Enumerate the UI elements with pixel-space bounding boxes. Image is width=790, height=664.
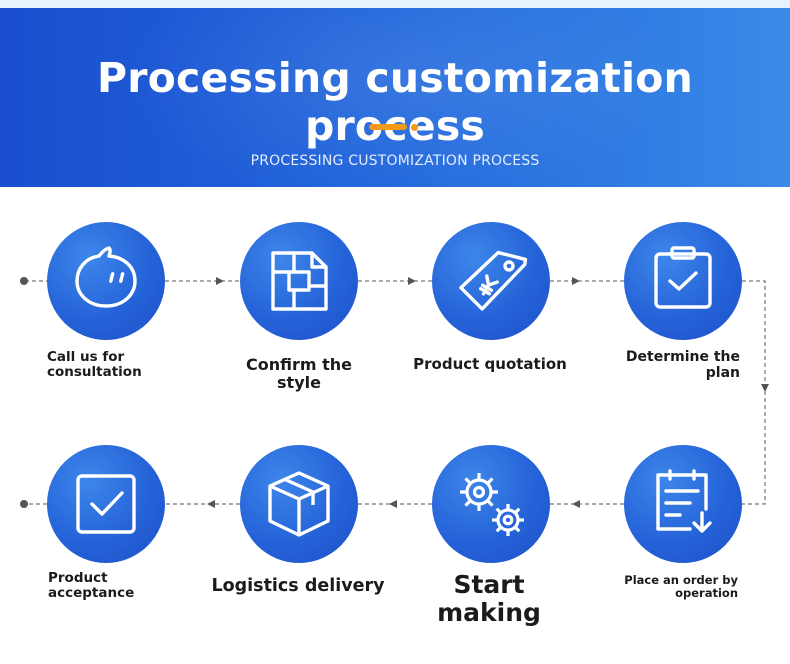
price-tag-icon [459,250,528,311]
step-4-label-line-1: Determine the [625,349,740,365]
accent-dot [411,123,418,131]
step-1-label: Call us for consultation [47,349,142,381]
chat-bubble-icon [75,246,137,308]
arrow-right-icon [408,277,416,285]
top-strip [0,0,790,8]
header-banner: Processing customization process PROCESS… [0,8,790,187]
step-5-label-line-1: Place an order by [624,573,738,587]
step-7-label-line-1: Logistics delivery [211,576,385,596]
step-8-label-line-1: Product [48,570,108,586]
step-2-label-line-1: Confirm the style [245,355,352,392]
arrow-right-icon [216,277,224,285]
page-title: Processing customization process [97,54,693,150]
start-dot [20,277,28,285]
step-5-circle [624,445,742,563]
gears-icon [460,473,524,536]
step-4-label: Determine the plan [600,349,740,381]
step-6-label-line-1: Start making [437,570,541,627]
arrow-left-icon [572,500,580,508]
step-2-circle [240,222,358,340]
step-1-label-line-1: Call us for [47,349,125,365]
step-8-circle [47,445,165,563]
step-4-circle [624,222,742,340]
arrow-left-icon [389,500,397,508]
arrow-right-icon [572,277,580,285]
step-7-label: Logistics delivery [206,576,390,597]
arrow-down-icon [761,384,769,392]
step-4-label-line-2: plan [705,364,740,381]
arrow-left-icon [207,500,215,508]
step-6-circle [432,445,550,563]
step-3-label: Product quotation [412,356,568,373]
accent-bar [369,124,407,130]
package-box-icon [268,471,330,537]
page-subtitle: PROCESSING CUSTOMIZATION PROCESS [250,153,540,169]
step-5-label-line-2: operation [675,585,738,600]
step-3-circle [432,222,550,340]
step-1-circle [47,222,165,340]
step-8-label-line-2: acceptance [48,585,135,602]
clipboard-check-icon [654,246,712,309]
step-5-label: Place an order by operation [612,574,738,600]
step-1-label-line-2: consultation [47,364,142,381]
step-8-label: Product acceptance [48,570,135,602]
step-7-circle [240,445,358,563]
checkbox-icon [76,474,136,534]
order-document-icon [656,469,712,533]
step-2-label: Confirm the style [224,356,374,392]
connector-4-5 [742,280,766,505]
end-dot [20,500,28,508]
layout-template-icon [271,251,328,311]
step-3-label-line-1: Product quotation [413,355,567,373]
step-6-label: Start making [398,571,580,627]
